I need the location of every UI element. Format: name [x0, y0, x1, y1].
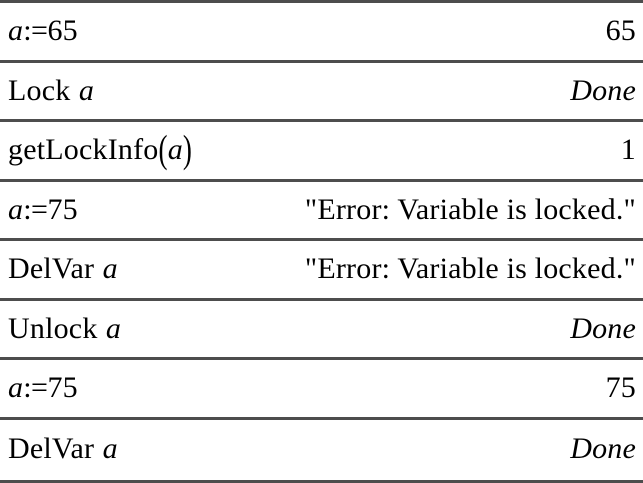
cas-input-expression[interactable]: getLockInfo(a)	[8, 129, 192, 168]
variable-name: a	[78, 73, 95, 107]
cas-input-expression[interactable]: a:=75	[8, 373, 78, 403]
cas-row[interactable]: a:=75 75	[0, 360, 643, 420]
assignment-operator: :=	[23, 371, 48, 405]
command-keyword: Lock	[8, 73, 71, 107]
command-keyword: DelVar	[8, 432, 95, 466]
variable-name: a	[102, 432, 118, 466]
cas-output-result: 1	[620, 133, 636, 167]
cas-input-expression[interactable]: a:=65	[8, 16, 78, 46]
cas-input-expression[interactable]: a:=75	[8, 192, 78, 226]
variable-name: a	[167, 133, 183, 167]
assignment-operator: :=	[23, 14, 48, 48]
cas-row[interactable]: a:=65 65	[0, 3, 643, 63]
variable-name: a	[8, 14, 24, 48]
cas-output-error: "Error: Variable is locked."	[304, 252, 636, 286]
variable-name: a	[8, 371, 24, 405]
input-value: 75	[47, 192, 78, 226]
input-value: 65	[47, 14, 78, 48]
cas-output-result: 65	[605, 14, 636, 48]
cas-output-result: Done	[570, 311, 636, 345]
variable-name: a	[8, 192, 24, 226]
cas-row[interactable]: a:=75 "Error: Variable is locked."	[0, 181, 643, 241]
function-name: getLockInfo	[8, 133, 159, 167]
cas-output-result: Done	[570, 73, 636, 107]
cas-output-result: 75	[605, 371, 636, 405]
assignment-operator: :=	[23, 192, 48, 226]
command-keyword: DelVar	[8, 252, 95, 286]
variable-name: a	[102, 252, 118, 286]
command-keyword: Unlock	[8, 311, 98, 345]
open-paren: (	[158, 127, 168, 171]
cas-output-result: Done	[570, 432, 636, 466]
variable-name: a	[105, 311, 122, 345]
cas-output-error: "Error: Variable is locked."	[304, 192, 636, 226]
cas-row[interactable]: getLockInfo(a) 1	[0, 122, 643, 182]
close-paren: )	[182, 127, 193, 171]
input-value: 75	[47, 371, 78, 405]
